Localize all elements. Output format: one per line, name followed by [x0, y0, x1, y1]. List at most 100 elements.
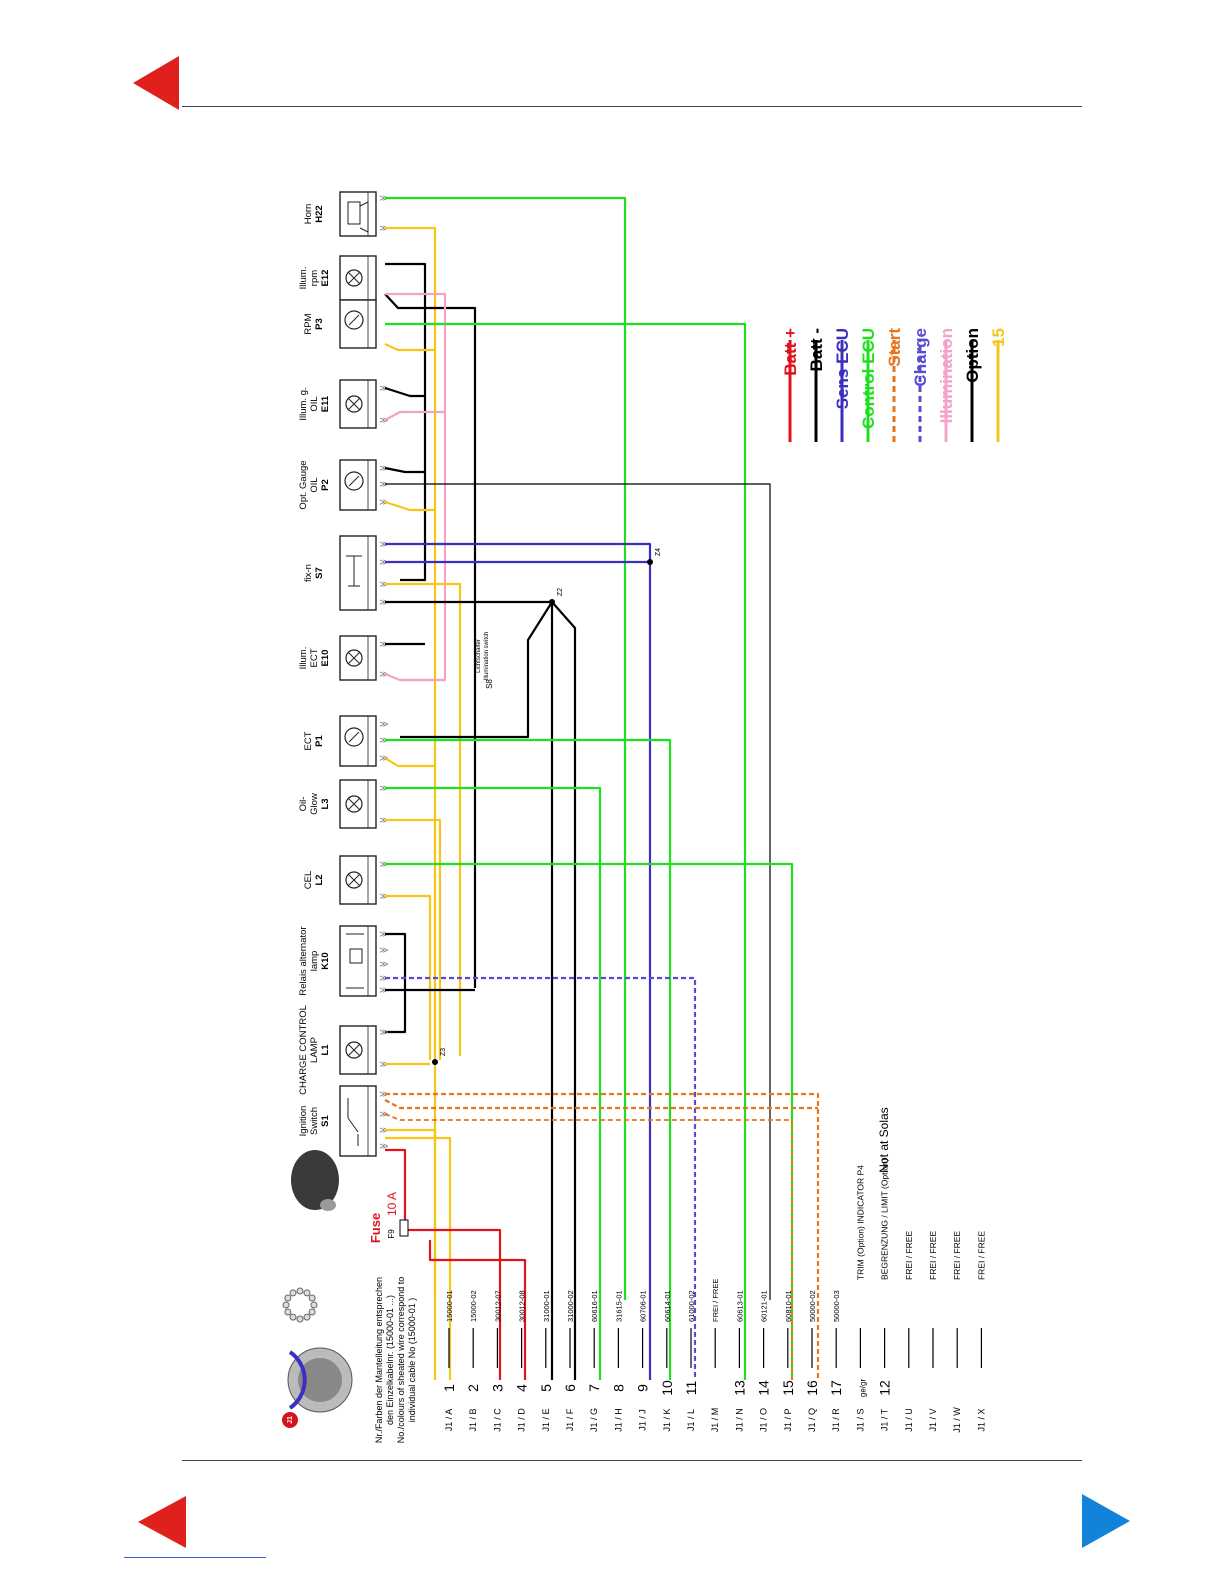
footer-divider [182, 1460, 1082, 1461]
component-box [339, 255, 377, 301]
pin-cable: 60121-01 [760, 1290, 769, 1322]
wire-ground-k10 [385, 932, 407, 1034]
junction-node [549, 599, 555, 605]
legend-label: Control ECU [859, 328, 878, 429]
pin-cable: FREI / FREE [952, 1231, 962, 1280]
pin-id: J1 / N [734, 1408, 744, 1432]
component-name: OIL [309, 396, 320, 411]
fuse-rating: 10 A [385, 1192, 399, 1216]
connector-j1-image: J1 [282, 1287, 353, 1428]
lamp-icon [345, 795, 363, 813]
junction-node [432, 1059, 438, 1065]
terminal-arrow: ≫ [379, 415, 388, 425]
component-box [339, 1025, 377, 1075]
pin-cable: 60614-01 [663, 1290, 672, 1322]
switch-note: Illumination switch [484, 632, 490, 681]
horn-icon [347, 201, 369, 233]
legend-label: Start [885, 328, 904, 367]
pin-number: 6 [562, 1384, 578, 1392]
connector-face [298, 1358, 342, 1402]
not-at-solas-note: Not at Solas [877, 1107, 891, 1172]
junction-label: Z2 [557, 588, 564, 596]
pin-id: J1 / U [904, 1408, 914, 1432]
connector-pin [289, 1313, 297, 1321]
terminal-arrow: ≫ [379, 929, 388, 939]
connector-note-line: No./colours of sheated wire correspond t… [396, 1277, 406, 1444]
component-box [339, 535, 377, 611]
pin-cable: FREI / FREE [976, 1231, 986, 1280]
wire-ground-rpm-2 [384, 293, 477, 988]
component-name: rpm [309, 270, 320, 286]
lamp-icon [345, 871, 363, 889]
wire-ground-rpm [385, 262, 427, 582]
junction-label: Z4 [655, 548, 662, 556]
component-name: Switch [309, 1107, 320, 1135]
footer-link[interactable] [124, 1557, 266, 1558]
component-box [339, 855, 377, 905]
switch-label: S8 [485, 679, 494, 689]
terminal-arrow: ≫ [379, 539, 388, 549]
pin-cable: 31615-01 [614, 1290, 623, 1322]
ignition-key-image [291, 1150, 339, 1211]
junction-node [647, 559, 653, 565]
terminal-arrow: ≫ [379, 959, 388, 969]
pin-cable: 50000-02 [808, 1290, 817, 1322]
wire-15-s1-a [385, 1128, 437, 1380]
pin-number: 13 [731, 1380, 747, 1396]
wire-control-p1 [385, 738, 672, 1380]
wire-15-s7 [385, 582, 462, 1056]
component-ref: P2 [320, 479, 331, 491]
connector-pin [308, 1308, 316, 1316]
previous-page-arrow-icon[interactable] [138, 1496, 188, 1548]
pin-number: 16 [804, 1380, 820, 1396]
component-name: Relais alternator [298, 926, 309, 995]
back-arrow-icon[interactable] [133, 56, 181, 110]
component-box [339, 1085, 377, 1157]
pin-number: 11 [683, 1381, 699, 1396]
connector-pin [296, 1287, 304, 1295]
terminal-arrow: ≫ [379, 1027, 388, 1037]
terminal-arrow: ≫ [379, 945, 388, 955]
pin-number: 7 [586, 1384, 602, 1392]
terminal-arrow: ≫ [379, 669, 388, 679]
component-box [339, 379, 377, 429]
wire-15-horn [385, 226, 437, 1300]
wire-ground-e11 [384, 386, 425, 398]
key-head [320, 1199, 336, 1211]
terminal-arrow: ≫ [379, 1059, 388, 1069]
terminal-arrow: ≫ [379, 383, 388, 393]
wire-ground-z2-b [551, 601, 577, 1380]
terminal-arrow: ≫ [379, 579, 388, 589]
terminal-arrow: ≫ [379, 985, 388, 995]
pin-cable: FREI / FREE [904, 1231, 914, 1280]
lamp-cross [347, 651, 361, 665]
component-box [339, 779, 377, 829]
pin-id: J1 / O [759, 1408, 769, 1432]
connector-pin [284, 1308, 292, 1316]
next-page-arrow-icon[interactable] [1082, 1494, 1132, 1548]
legend-label: Sens ECU [833, 328, 852, 409]
pin-number: 3 [489, 1384, 505, 1392]
relay-coil-icon [349, 948, 363, 964]
wire-start-s1-c [384, 1113, 793, 1380]
pin-id: J1 / D [517, 1408, 527, 1432]
pin-id: J1 / S [855, 1408, 865, 1431]
component-name: lamp [309, 951, 320, 972]
component-name: LAMP [309, 1037, 320, 1063]
pin-id: J1 / M [710, 1408, 720, 1433]
terminal-arrow: ≫ [379, 1089, 388, 1099]
wire-control-l3 [385, 786, 602, 1380]
